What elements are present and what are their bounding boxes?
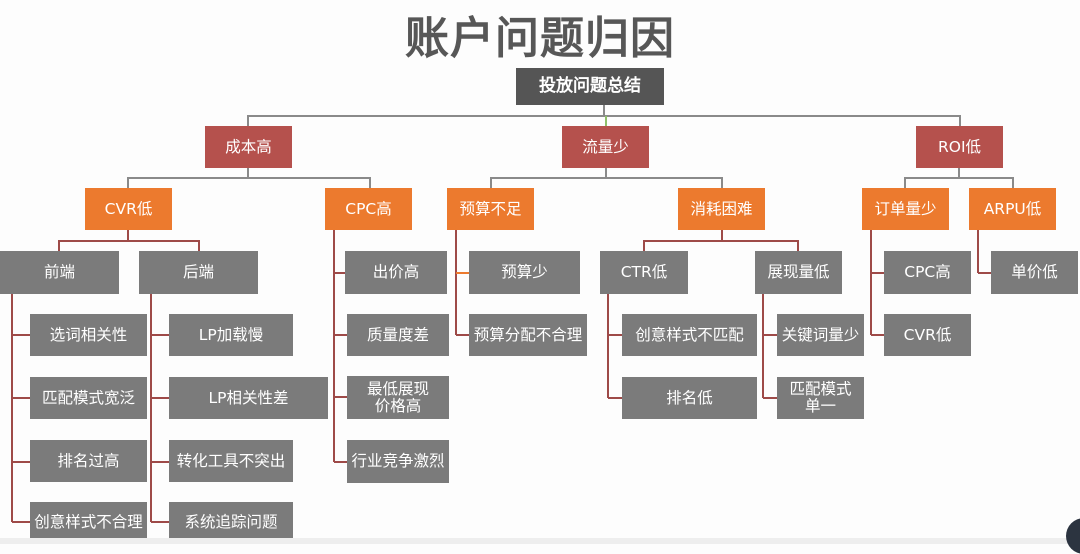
impression-item: 关键词量少 <box>777 314 864 356</box>
frontend-item: 排名过高 <box>30 440 147 482</box>
frontend-item: 匹配模式宽泛 <box>30 377 147 419</box>
node-frontend: 前端 <box>0 251 119 294</box>
backend-item: LP加载慢 <box>169 314 293 356</box>
node-impression-low: 展现量低 <box>755 251 842 294</box>
connector <box>904 177 1014 188</box>
bottom-bar <box>0 538 1080 544</box>
arpu-item: 单价低 <box>991 251 1078 294</box>
ctr-item: 排名低 <box>622 377 757 419</box>
connector <box>490 177 723 188</box>
node-backend: 后端 <box>139 251 258 294</box>
budget-item: 预算少 <box>469 251 580 294</box>
node-cost-high: 成本高 <box>205 126 292 168</box>
frontend-item: 选词相关性 <box>30 314 147 356</box>
page-title: 账户问题归因 <box>405 13 675 64</box>
backend-item: 系统追踪问题 <box>169 502 293 542</box>
frontend-item: 创意样式不合理 <box>30 502 147 542</box>
impression-item: 匹配模式 单一 <box>777 377 864 419</box>
node-spend-hard: 消耗困难 <box>678 188 765 230</box>
node-traffic-low: 流量少 <box>562 126 649 168</box>
node-ctr-low: CTR低 <box>600 251 688 294</box>
root-node: 投放问题总结 <box>516 68 664 105</box>
node-orders-few: 订单量少 <box>862 188 949 230</box>
orders-item: CPC高 <box>884 251 971 294</box>
backend-item: LP相关性差 <box>169 377 328 419</box>
connector <box>58 240 200 251</box>
node-budget-short: 预算不足 <box>447 188 534 230</box>
orders-item: CVR低 <box>884 314 971 356</box>
budget-item: 预算分配不合理 <box>469 314 587 356</box>
node-cpc-high: CPC高 <box>325 188 412 230</box>
cpc-item: 最低展现 价格高 <box>347 376 449 419</box>
connector <box>643 240 799 251</box>
backend-item: 转化工具不突出 <box>169 440 293 482</box>
node-roi-low: ROI低 <box>916 126 1003 168</box>
connector <box>127 177 371 188</box>
connector <box>247 115 961 126</box>
node-arpu-low: ARPU低 <box>969 188 1056 230</box>
cpc-item: 出价高 <box>345 251 447 294</box>
cpc-item: 行业竞争激烈 <box>347 440 449 483</box>
ctr-item: 创意样式不匹配 <box>622 314 757 356</box>
cpc-item: 质量度差 <box>347 314 449 356</box>
node-cvr-low: CVR低 <box>85 188 172 230</box>
